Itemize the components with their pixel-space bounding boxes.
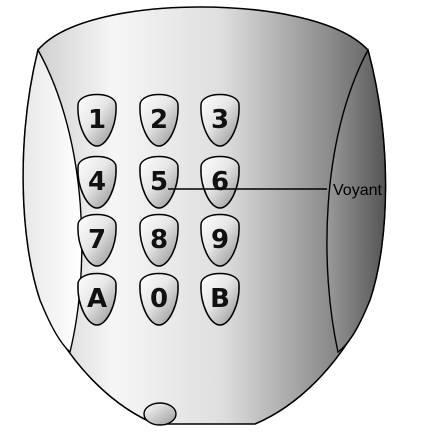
key-label: 1 (88, 105, 106, 135)
key-2[interactable]: 2 (139, 93, 179, 147)
key-cap (139, 213, 179, 267)
key-5[interactable]: 5 (139, 155, 179, 209)
key-a[interactable]: A (77, 272, 117, 326)
key-label: 6 (211, 167, 229, 197)
key-label: 8 (150, 225, 168, 255)
key-label: 0 (150, 284, 168, 314)
key-4[interactable]: 4 (77, 155, 117, 209)
key-cap (77, 213, 117, 267)
key-grid: 1 2 3 4 5 6 7 8 9A 0 B (77, 93, 240, 326)
key-label: 9 (211, 225, 229, 255)
key-cap (77, 272, 117, 326)
key-0[interactable]: 0 (139, 272, 179, 326)
key-3[interactable]: 3 (200, 93, 240, 147)
key-7[interactable]: 7 (77, 213, 117, 267)
key-cap (200, 272, 240, 326)
key-cap (200, 155, 240, 209)
key-cap (139, 272, 179, 326)
key-cap (139, 155, 179, 209)
housing-left-side (22, 48, 83, 354)
key-8[interactable]: 8 (139, 213, 179, 267)
callout-label: Voyant (333, 182, 382, 199)
key-label: A (87, 284, 107, 314)
key-cap (77, 155, 117, 209)
key-label: 4 (88, 167, 106, 197)
key-cap (139, 93, 179, 147)
key-label: 3 (211, 105, 229, 135)
key-cap (200, 213, 240, 267)
key-9[interactable]: 9 (200, 213, 240, 267)
housing-right-side (326, 48, 387, 354)
key-cap (200, 93, 240, 147)
key-label: B (210, 284, 230, 314)
key-1[interactable]: 1 (77, 93, 117, 147)
key-b[interactable]: B (200, 272, 240, 326)
led-indicator (143, 402, 177, 426)
key-cap (77, 93, 117, 147)
key-label: 7 (88, 225, 106, 255)
key-label: 2 (150, 105, 168, 135)
key-label: 5 (150, 167, 168, 197)
